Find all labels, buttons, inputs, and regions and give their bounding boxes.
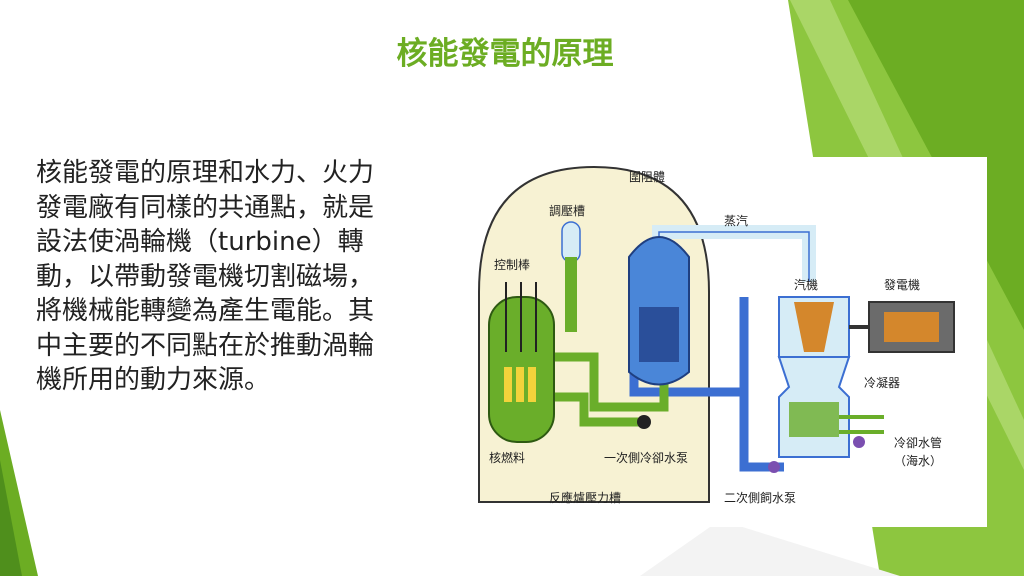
secondary-feed-loop <box>629 297 784 472</box>
pressurizer <box>561 221 581 263</box>
label-cooling-pipe: 冷卻水管 <box>894 435 942 450</box>
slide-title: 核能發電的原理 <box>396 36 614 72</box>
left-bottom-green-triangle <box>0 410 38 576</box>
primary-loop <box>544 352 669 427</box>
label-secondary-pump: 二次側飼水泵 <box>724 490 796 505</box>
label-containment: 圍阻體 <box>629 170 665 184</box>
label-condenser: 冷凝器 <box>864 375 900 390</box>
label-seawater: （海水） <box>894 453 942 468</box>
primary-pump-icon <box>637 415 651 429</box>
fuel-rod <box>504 367 512 402</box>
turbine-rotor <box>794 302 834 352</box>
slide-body-text: 核能發電的原理和水力、火力發電廠有同樣的共通點，就是設法使渦輪機（turbine… <box>36 158 375 395</box>
cooling-pump-icon <box>853 436 865 448</box>
label-pressurizer: 調壓槽 <box>549 204 585 218</box>
bottom-faint-triangle <box>640 520 900 576</box>
label-primary-pump: 一次側冷卻水泵 <box>604 451 688 465</box>
pwr-diagram: 圍阻體 調壓槽 控制棒 核燃料 反應爐壓力槽 一次側冷卻水泵 蒸汽 汽機 發電機… <box>444 157 987 527</box>
label-generator: 發電機 <box>884 277 920 292</box>
label-steam: 蒸汽 <box>724 213 748 228</box>
label-fuel: 核燃料 <box>489 450 525 465</box>
condenser-coil <box>789 402 839 437</box>
secondary-pump-icon <box>768 461 780 473</box>
pressurizer-pipe <box>565 257 577 332</box>
left-bottom-dark-triangle <box>0 460 22 576</box>
fuel-rod <box>528 367 536 402</box>
steam-generator-tubes <box>639 307 679 362</box>
fuel-rod <box>516 367 524 402</box>
generator-core <box>884 312 939 342</box>
label-reactor-vessel: 反應爐壓力槽 <box>549 490 621 505</box>
label-turbine: 汽機 <box>794 277 818 292</box>
label-control-rod: 控制棒 <box>494 258 530 272</box>
